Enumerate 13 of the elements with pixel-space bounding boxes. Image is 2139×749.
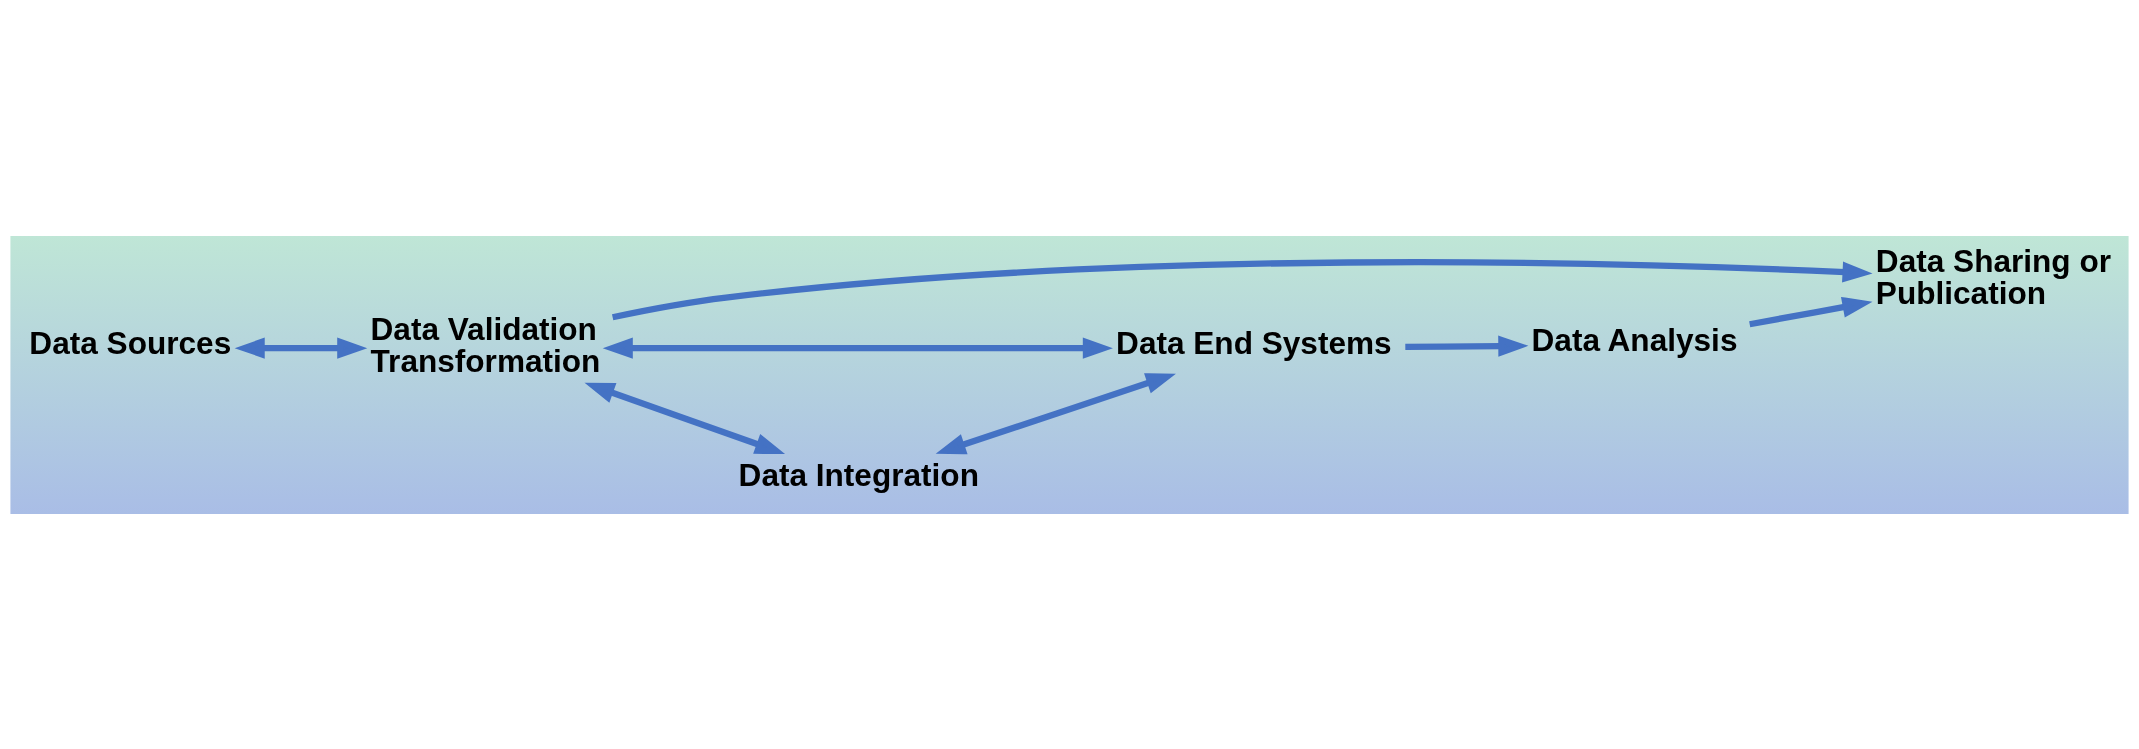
node-text: Data Sharing or Publication [1875, 242, 2111, 311]
node-text: Data Sources [29, 324, 232, 361]
arrow [234, 337, 368, 359]
arrow [1405, 335, 1529, 357]
arrow [1749, 296, 1873, 327]
node-text: Data End Systems [1116, 324, 1392, 361]
node-text: Data Analysis [1531, 321, 1738, 358]
node-text: Data Integration [738, 456, 979, 493]
arrow [584, 382, 786, 454]
arrow [935, 372, 1176, 454]
node-text: Data Validation Transformation [370, 310, 601, 379]
arrow [612, 258, 1873, 320]
arrow [602, 337, 1113, 359]
